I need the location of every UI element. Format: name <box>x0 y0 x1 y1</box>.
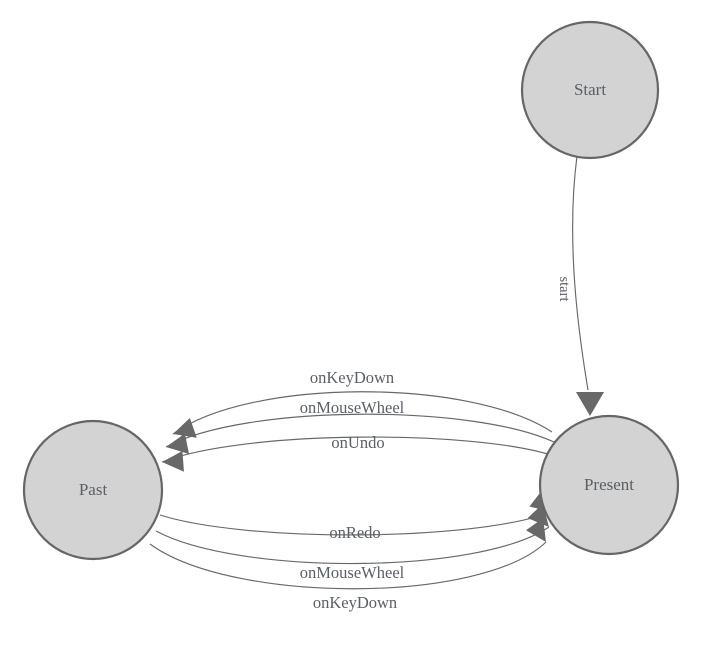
edge-label-present-past-onundo: onUndo <box>331 433 384 452</box>
edge-path <box>161 436 552 463</box>
edge-path <box>159 511 553 536</box>
node-past[interactable]: Past <box>22 419 164 561</box>
edge-start-to-present[interactable] <box>572 155 604 416</box>
edge-path <box>172 391 553 435</box>
node-start-circle <box>520 20 660 160</box>
node-start[interactable]: Start <box>520 20 660 160</box>
edge-label-present-past-onkeydown: onKeyDown <box>310 368 394 387</box>
node-present-circle <box>538 414 680 556</box>
edge-label-past-present-onredo: onRedo <box>329 523 380 542</box>
node-past-circle <box>22 419 164 561</box>
arrow-head-icon <box>162 450 184 472</box>
edge-label-past-present-onkeydown: onKeyDown <box>313 593 397 612</box>
node-past-label: Past <box>79 480 108 499</box>
edge-present-to-past-onkeydown[interactable] <box>171 391 553 448</box>
edge-label-start: start <box>556 277 572 302</box>
edge-present-to-past-onmousewheel[interactable] <box>165 413 557 462</box>
arrow-head-icon <box>576 392 604 416</box>
edge-path <box>155 526 550 565</box>
arrow-head-icon <box>173 418 197 438</box>
arrow-head-icon <box>526 518 546 542</box>
edge-past-to-present-onkeydown[interactable] <box>149 514 556 590</box>
node-present[interactable]: Present <box>538 414 680 556</box>
edge-path <box>149 541 547 590</box>
edge-label-past-present-onmousewheel: onMouseWheel <box>300 563 405 582</box>
edge-path <box>572 155 589 391</box>
edge-label-present-past-onmousewheel: onMouseWheel <box>300 398 405 417</box>
edge-present-to-past-onundo[interactable] <box>161 436 552 478</box>
arrow-head-icon <box>166 433 189 455</box>
edge-path <box>165 413 557 448</box>
node-start-label: Start <box>574 80 606 99</box>
node-present-label: Present <box>584 475 634 494</box>
